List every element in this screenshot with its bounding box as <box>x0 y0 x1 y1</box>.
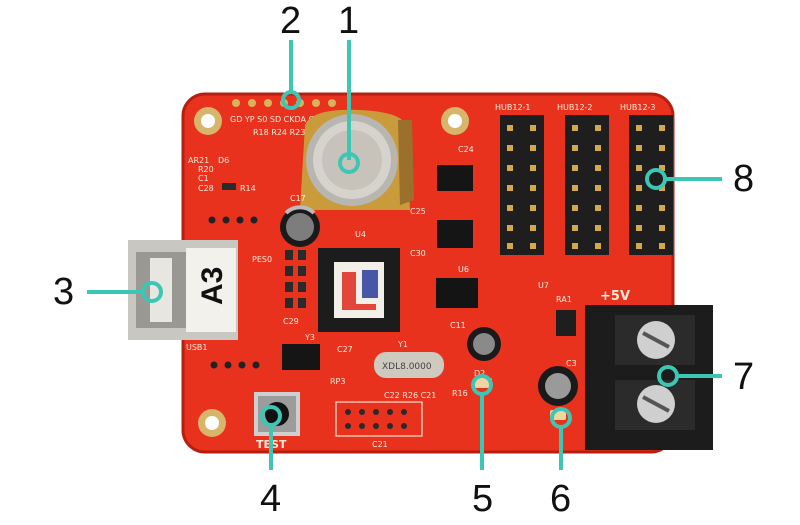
pin-header-icon <box>500 115 673 255</box>
callout-2: 2 <box>280 0 302 42</box>
silk-c29: C29 <box>283 317 299 326</box>
callout-7: 7 <box>733 356 755 398</box>
silk-ar21: AR21 <box>188 156 209 165</box>
mcu-logo-mark <box>342 272 376 310</box>
silk-c27: C27 <box>337 345 353 354</box>
callout-3: 3 <box>53 271 75 313</box>
callout-5: 5 <box>472 478 494 520</box>
silk-r20: R20 <box>198 165 214 174</box>
silk-d2: D2 <box>474 369 485 378</box>
chip-u-top1 <box>437 165 473 191</box>
callout-6: 6 <box>550 478 572 520</box>
usb-label: A3 <box>196 267 229 305</box>
callout-lines <box>87 40 722 470</box>
silk-hub1: HUB12-1 <box>495 103 531 112</box>
silk-pes0: PES0 <box>252 255 272 264</box>
chip-u6 <box>436 278 478 308</box>
callout-1: 1 <box>338 0 360 42</box>
silk-ra1: RA1 <box>556 295 572 304</box>
silk-c22: C22 R26 C21 <box>384 391 436 400</box>
silk-usb: USB1 <box>186 343 208 352</box>
crystal-label: XDL8.0000 <box>382 362 432 372</box>
silk-power: +5V <box>600 289 630 304</box>
silk-c11: C11 <box>450 321 466 330</box>
silk-r16: R16 <box>452 389 468 398</box>
bottom-pin-header <box>335 401 423 437</box>
silk-rp3: RP3 <box>330 377 345 386</box>
inductor-ra1 <box>556 310 576 336</box>
silk-hub2: HUB12-2 <box>557 103 593 112</box>
silk-c24: C24 <box>458 145 474 154</box>
silk-y1: Y1 <box>397 340 408 349</box>
silk-u7: U7 <box>538 281 549 290</box>
silk-c28: C28 <box>198 184 214 193</box>
chip-y3 <box>282 344 320 370</box>
callout-8: 8 <box>733 158 755 200</box>
silk-c25: C25 <box>410 207 426 216</box>
silk-c21b: C21 <box>372 440 388 449</box>
silk-y3: Y3 <box>304 333 315 342</box>
silk-c3: C3 <box>566 359 577 368</box>
smd-column <box>285 250 306 308</box>
silk-c30: C30 <box>410 249 426 258</box>
callout-4: 4 <box>260 478 282 520</box>
silk-c1: C1 <box>198 174 209 183</box>
crystal-y1 <box>374 352 444 378</box>
coin-battery-icon <box>300 109 414 210</box>
silk-u4: U4 <box>355 230 366 239</box>
silk-d6: D6 <box>218 156 229 165</box>
silk-res-group: R18 R24 R23 <box>253 128 305 137</box>
pad-row-bottom <box>210 361 260 369</box>
capacitor-icon <box>280 205 320 247</box>
silk-u6: U6 <box>458 265 469 274</box>
silk-header-pins: GD YP S0 SD CKDA GD <box>230 115 321 124</box>
smd-r14 <box>222 183 236 190</box>
pad-row-left <box>208 216 258 224</box>
chip-u-top2 <box>437 220 473 248</box>
silk-c17: C17 <box>290 194 306 203</box>
silk-r14: R14 <box>240 184 256 193</box>
silk-hub3: HUB12-3 <box>620 103 656 112</box>
push-button-icon <box>254 392 300 436</box>
